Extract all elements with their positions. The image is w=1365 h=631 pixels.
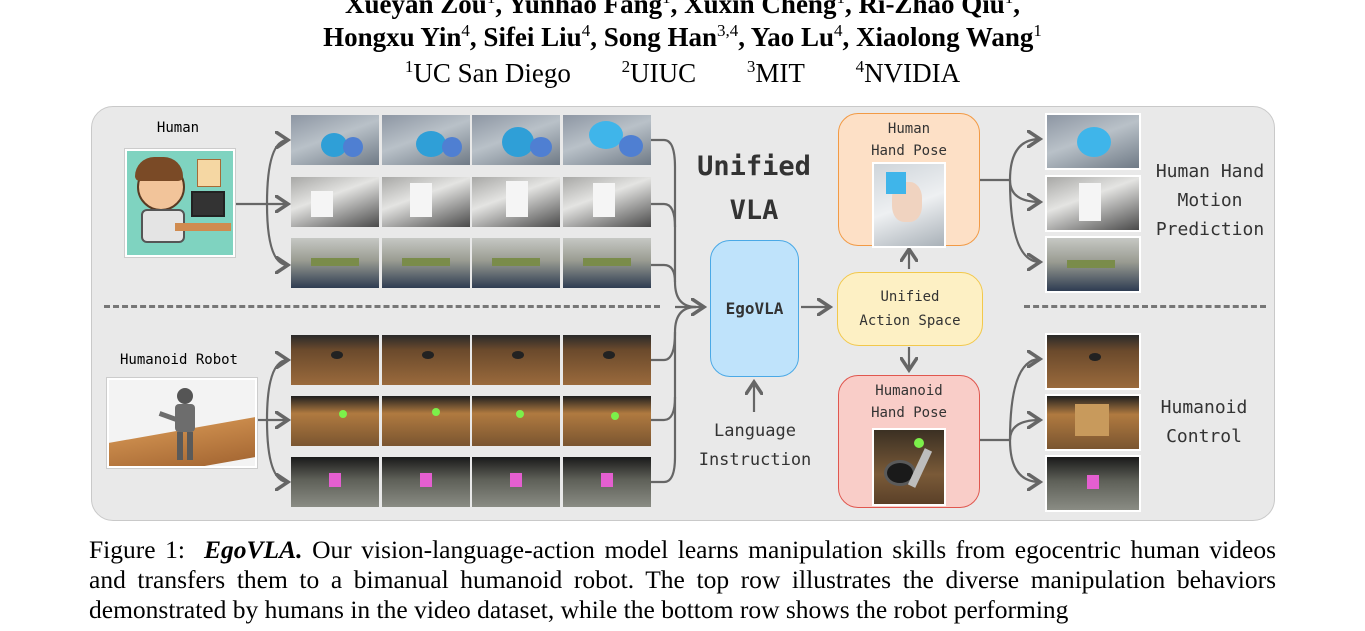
video-frame xyxy=(291,177,379,227)
video-frame xyxy=(382,238,470,288)
author-affiliation: 1 xyxy=(1005,0,1014,7)
humanoid-ctrl-2-arrow xyxy=(1008,420,1040,441)
egovla-overview-figure: Human Humanoid Robot xyxy=(91,106,1275,521)
sim-frame xyxy=(472,457,560,507)
sim-frame xyxy=(563,457,651,507)
control-frame xyxy=(1045,333,1141,390)
video-frame xyxy=(563,115,651,165)
caption-label: Figure 1: xyxy=(89,535,185,564)
sim-frame xyxy=(382,457,470,507)
human-hand-pose-block: Human Hand Pose xyxy=(838,113,980,248)
divider-right xyxy=(1024,305,1266,308)
author-affiliation: 3,4 xyxy=(717,21,739,40)
author-name: Ri-Zhao Qiu xyxy=(858,0,1005,19)
language-instruction-label: Language Instruction xyxy=(698,421,812,470)
sim-frame xyxy=(472,396,560,446)
author-name: Xuxin Cheng xyxy=(684,0,837,19)
merge-bottom-1 xyxy=(650,305,697,362)
human-pred-2-arrow xyxy=(1008,179,1040,202)
sim-frame xyxy=(382,396,470,446)
humanoid-robot-label: Humanoid Robot xyxy=(119,352,238,368)
author-name: Xueyan Zou xyxy=(345,0,487,19)
merge-top-1 xyxy=(650,138,697,309)
figure-caption: Figure 1: EgoVLA. Our vision-language-ac… xyxy=(89,535,1276,625)
affiliation: 4NVIDIA xyxy=(855,57,961,88)
unified-action-space-block: Unified Action Space xyxy=(837,272,983,346)
prediction-frame xyxy=(1045,113,1141,170)
video-frame xyxy=(291,238,379,288)
affiliation: 3MIT xyxy=(746,57,805,88)
author-affiliation: 4 xyxy=(581,21,591,40)
author-list-line-2: Hongxu Yin4, Sifei Liu4, Song Han3,4, Ya… xyxy=(323,21,1042,52)
human-pred-3-arrow xyxy=(1008,179,1040,262)
human-row3-arrow xyxy=(265,203,288,265)
video-frame xyxy=(563,238,651,288)
robot-row3-arrow xyxy=(265,419,288,482)
humanoid-ctrl-3-arrow xyxy=(1008,439,1040,482)
author-affiliation: 1 xyxy=(836,0,845,7)
sim-frame xyxy=(382,335,470,385)
prediction-frame xyxy=(1045,175,1141,232)
sim-frame xyxy=(563,396,651,446)
control-frame xyxy=(1045,394,1141,451)
author-name: Sifei Liu xyxy=(483,22,582,52)
author-name: Song Han xyxy=(603,22,718,52)
humanoid-control-label: Humanoid Control xyxy=(1160,397,1248,447)
humanoid-hand-pose-block: Humanoid Hand Pose xyxy=(838,375,980,508)
affiliation: 1UC San Diego xyxy=(404,57,571,88)
video-frame xyxy=(472,238,560,288)
author-affiliation: 1 xyxy=(1033,21,1042,40)
merge-bottom-3 xyxy=(650,332,677,484)
author-name: Yao Lu xyxy=(750,22,835,52)
author-affiliation: 1 xyxy=(487,0,496,7)
robot-row1-arrow xyxy=(265,360,288,421)
author-affiliation: 4 xyxy=(834,21,843,40)
sim-frame xyxy=(291,457,379,507)
author-affiliation: 4 xyxy=(461,21,470,40)
author-name: Xiaolong Wang xyxy=(856,22,1034,52)
humanoid-ctrl-1-arrow xyxy=(1008,359,1040,441)
merge-top-3 xyxy=(650,263,677,283)
sim-frame xyxy=(472,335,560,385)
human-hand-pose-photo xyxy=(872,162,946,248)
affiliation: 2UIUC xyxy=(621,57,697,88)
egovla-model-block: EgoVLA xyxy=(710,240,799,377)
sim-frame xyxy=(291,335,379,385)
human-row1-arrow xyxy=(265,140,288,205)
caption-text: Our vision-language-action model learns … xyxy=(89,535,1276,624)
video-frame xyxy=(382,115,470,165)
human-cartoon-image xyxy=(125,149,235,257)
humanoid-hand-pose-photo xyxy=(872,428,946,506)
humanoid-robot-image xyxy=(107,378,257,468)
connector-arrows xyxy=(232,107,1274,520)
video-frame xyxy=(382,177,470,227)
video-frame xyxy=(472,177,560,227)
author-affiliation: 1 xyxy=(662,0,671,7)
caption-model-name: EgoVLA. xyxy=(204,535,303,564)
sim-frame xyxy=(291,396,379,446)
prediction-frame xyxy=(1045,236,1141,293)
human-pred-1-arrow xyxy=(1008,139,1040,181)
human-hand-motion-prediction-label: Human Hand Motion Prediction xyxy=(1155,161,1265,240)
video-frame xyxy=(472,115,560,165)
author-list-line-1: Xueyan Zou1, Yunhao Fang1, Xuxin Cheng1,… xyxy=(0,0,1365,20)
divider-left xyxy=(104,305,660,308)
video-frame xyxy=(563,177,651,227)
human-label: Human xyxy=(156,120,200,136)
author-name: Hongxu Yin xyxy=(323,22,462,52)
unified-vla-heading: Unified VLA xyxy=(697,151,811,226)
author-name: Yunhao Fang xyxy=(507,0,663,19)
video-frame xyxy=(291,115,379,165)
affiliation-list: 1UC San Diego 2UIUC 3MIT 4NVIDIA xyxy=(0,57,1365,89)
sim-frame xyxy=(563,335,651,385)
control-frame xyxy=(1045,455,1141,512)
merge-top-2 xyxy=(650,202,677,228)
merge-bottom-2 xyxy=(650,396,677,422)
